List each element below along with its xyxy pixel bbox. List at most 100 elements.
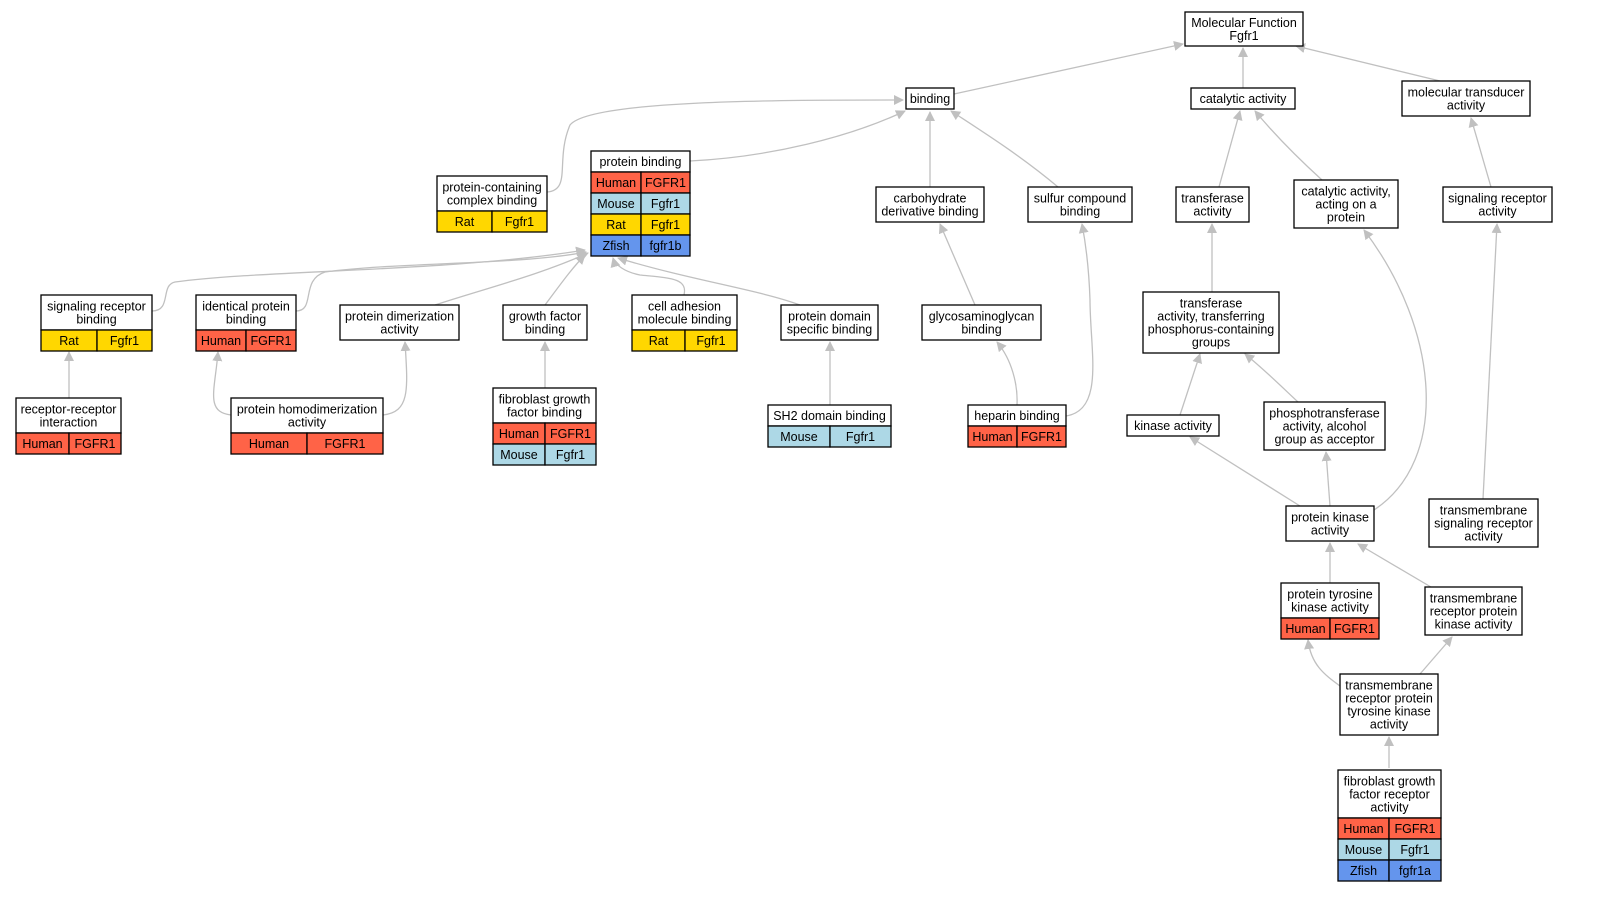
node-label-line: binding [1060, 205, 1100, 219]
gene-cell [245, 329, 297, 352]
gene-label: Fgfr1 [696, 334, 725, 348]
gene-label: FGFR1 [550, 427, 591, 441]
node-label-line: activity [1370, 718, 1409, 732]
gene-label: Fgfr1 [651, 197, 680, 211]
species-label: Rat [455, 215, 475, 229]
gene-cell [306, 432, 384, 455]
gene-label: FGFR1 [75, 437, 116, 451]
go-node-catalytic[interactable]: catalytic activity [1190, 87, 1296, 110]
node-label-line: complex binding [447, 194, 537, 208]
node-box [905, 87, 955, 110]
species-label: Rat [59, 334, 79, 348]
node-box [1184, 11, 1304, 47]
node-label-line: activity [1464, 530, 1503, 544]
node-label-line: interaction [40, 416, 98, 430]
go-node-binding[interactable]: binding [905, 87, 955, 110]
node-label-line: heparin binding [974, 409, 1060, 423]
edge-sigrecact-to-transducer [1468, 117, 1492, 188]
node-label-line: protein homodimerization [237, 403, 377, 417]
edges-layer [64, 41, 1502, 768]
gene-label: Fgfr1 [556, 448, 585, 462]
species-label: Mouse [500, 448, 538, 462]
edge-tmrptk-to-tmrpk [1419, 636, 1453, 675]
node-box [1190, 87, 1296, 110]
edge-protkinase-to-catprot [1363, 229, 1427, 511]
edge-identbind-to-protbind [295, 248, 587, 312]
node-label-line: activity [1478, 205, 1517, 219]
node-label-line: group as acceptor [1274, 433, 1374, 447]
node-box [230, 397, 384, 434]
node-box [1424, 586, 1523, 636]
node-label-line: binding [76, 313, 116, 327]
node-box [1337, 769, 1442, 819]
node-label-line: SH2 domain binding [773, 409, 886, 423]
edge-heparin-to-sulfurbind [1065, 223, 1094, 417]
edge-homodimer-to-dimer [382, 341, 411, 416]
node-label-line: binding [910, 92, 950, 106]
node-box [492, 387, 597, 424]
node-label-line: receptor protein [1345, 692, 1433, 706]
edge-gag-to-carbobind [938, 223, 976, 306]
node-box [1027, 186, 1133, 223]
node-box [1126, 414, 1220, 437]
node-label-line: activity, alcohol [1283, 420, 1367, 434]
node-label-line: molecule binding [638, 313, 732, 327]
species-label: Human [201, 334, 241, 348]
go-node-kinase[interactable]: kinase activity [1126, 414, 1220, 437]
node-box [1293, 179, 1399, 229]
node-label-line: binding [226, 313, 266, 327]
node-label-line: activity [1370, 801, 1409, 815]
species-label: Human [1285, 622, 1325, 636]
node-box [1401, 80, 1531, 117]
node-box [875, 186, 985, 223]
edge-phosalc-to-transphos [1244, 353, 1299, 403]
node-label-line: specific binding [787, 323, 873, 337]
edge-binding-to-mf [953, 41, 1184, 95]
edge-heparin-to-gag [996, 341, 1018, 406]
gene-cell [829, 425, 892, 448]
node-label-line: fibroblast growth [499, 393, 591, 407]
node-label-line: factor binding [507, 406, 582, 420]
node-box [40, 294, 153, 331]
node-box [1175, 186, 1250, 223]
node-label-line: activity [1447, 99, 1486, 113]
gene-label: fgfr1a [1399, 864, 1431, 878]
node-box [1285, 505, 1375, 542]
gene-label: Fgfr1 [505, 215, 534, 229]
node-label-line: receptor-receptor [21, 403, 117, 417]
node-box [436, 175, 548, 212]
species-label: Mouse [1345, 843, 1383, 857]
species-label: Human [22, 437, 62, 451]
node-label-line: carbohydrate [894, 192, 967, 206]
node-box [921, 304, 1042, 341]
